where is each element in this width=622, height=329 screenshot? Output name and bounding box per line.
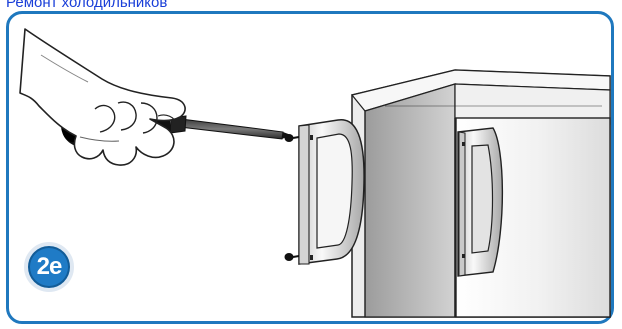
door-handle-icon [298,119,365,265]
door-handle-icon [457,127,504,277]
hand-icon [19,28,186,166]
step-label: 2e [36,253,63,280]
step-badge: 2e [24,242,74,292]
screw-icon [284,253,300,261]
site-link[interactable]: Ремонт холодильников [6,0,168,11]
